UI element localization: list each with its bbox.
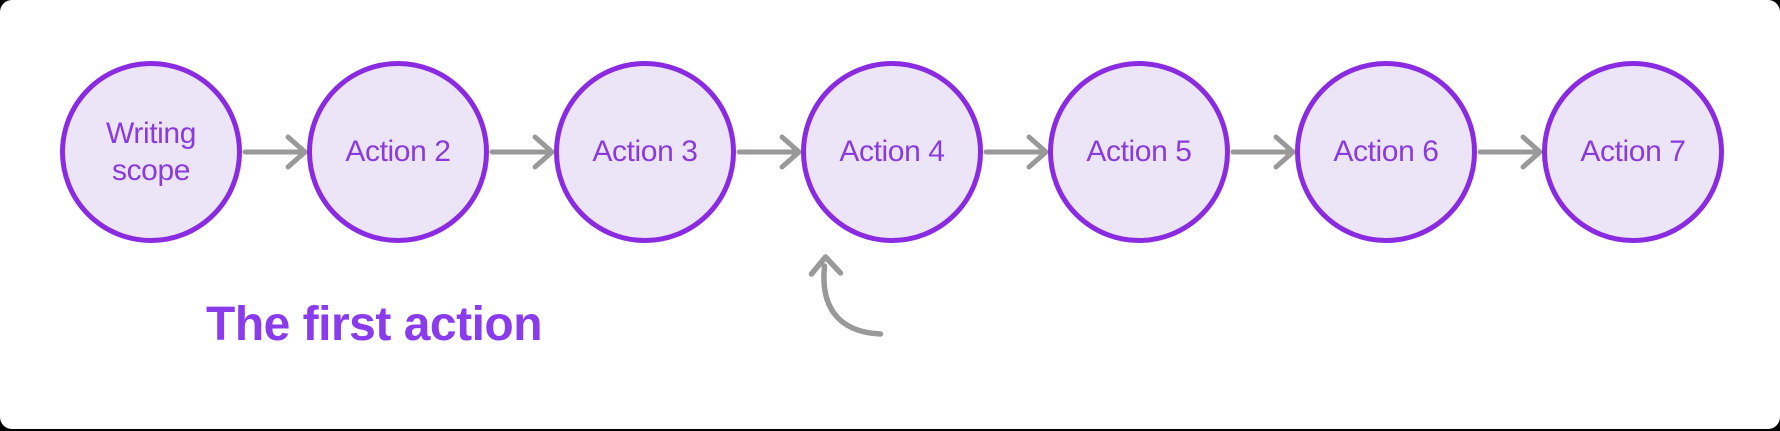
arrow-right-icon xyxy=(489,134,555,170)
curved-arrow-up-icon xyxy=(808,254,884,337)
flow-node-action-5[interactable]: Action 5 xyxy=(1048,61,1230,243)
flow-node-action-7[interactable]: Action 7 xyxy=(1542,61,1724,243)
curved-arrow-stem xyxy=(821,263,884,337)
flow-node-label: Action 6 xyxy=(1333,135,1439,169)
flow-node-writing-scope[interactable]: Writing scope xyxy=(60,61,242,243)
flow-node-label: Action 2 xyxy=(345,135,451,169)
curved-arrow-head xyxy=(808,254,844,277)
flow-node-label: Action 7 xyxy=(1580,135,1686,169)
flow-node-label: Action 5 xyxy=(1086,135,1192,169)
arrow-right-icon xyxy=(1477,134,1543,170)
annotation-label: The first action xyxy=(206,298,543,351)
arrow-right-icon xyxy=(736,134,802,170)
arrow-right-icon xyxy=(242,134,308,170)
arrow-right-icon xyxy=(1230,134,1296,170)
arrow-right-icon xyxy=(983,134,1049,170)
flow-node-label: Action 3 xyxy=(592,135,698,169)
flow-node-label: Writing scope xyxy=(106,116,196,188)
flow-node-action-2[interactable]: Action 2 xyxy=(307,61,489,243)
flow-node-action-3[interactable]: Action 3 xyxy=(554,61,736,243)
flow-node-label: Action 4 xyxy=(839,135,945,169)
flow-node-action-6[interactable]: Action 6 xyxy=(1295,61,1477,243)
flow-node-action-4[interactable]: Action 4 xyxy=(801,61,983,243)
